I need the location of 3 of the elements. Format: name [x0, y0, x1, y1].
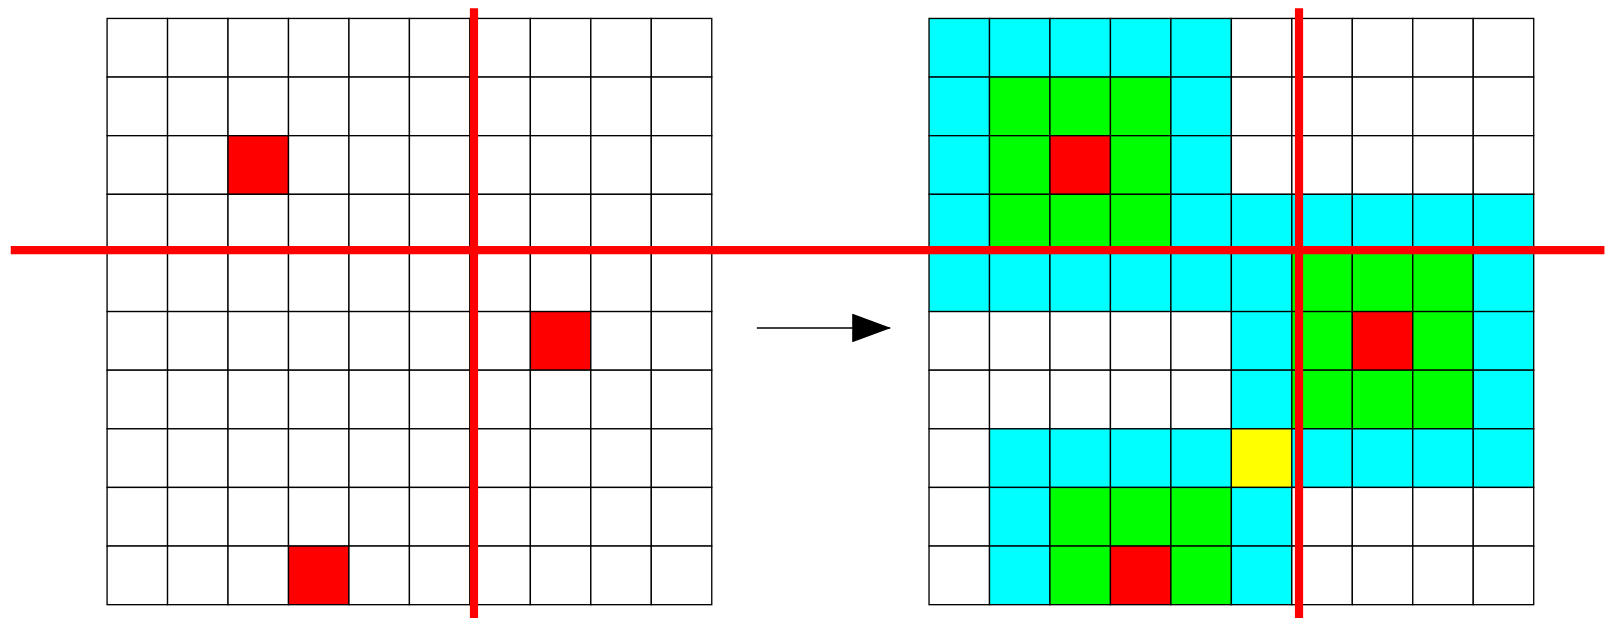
grid-drawing: [106, 17, 713, 606]
grid-drawing: [928, 17, 1535, 606]
arrow: [756, 313, 892, 343]
